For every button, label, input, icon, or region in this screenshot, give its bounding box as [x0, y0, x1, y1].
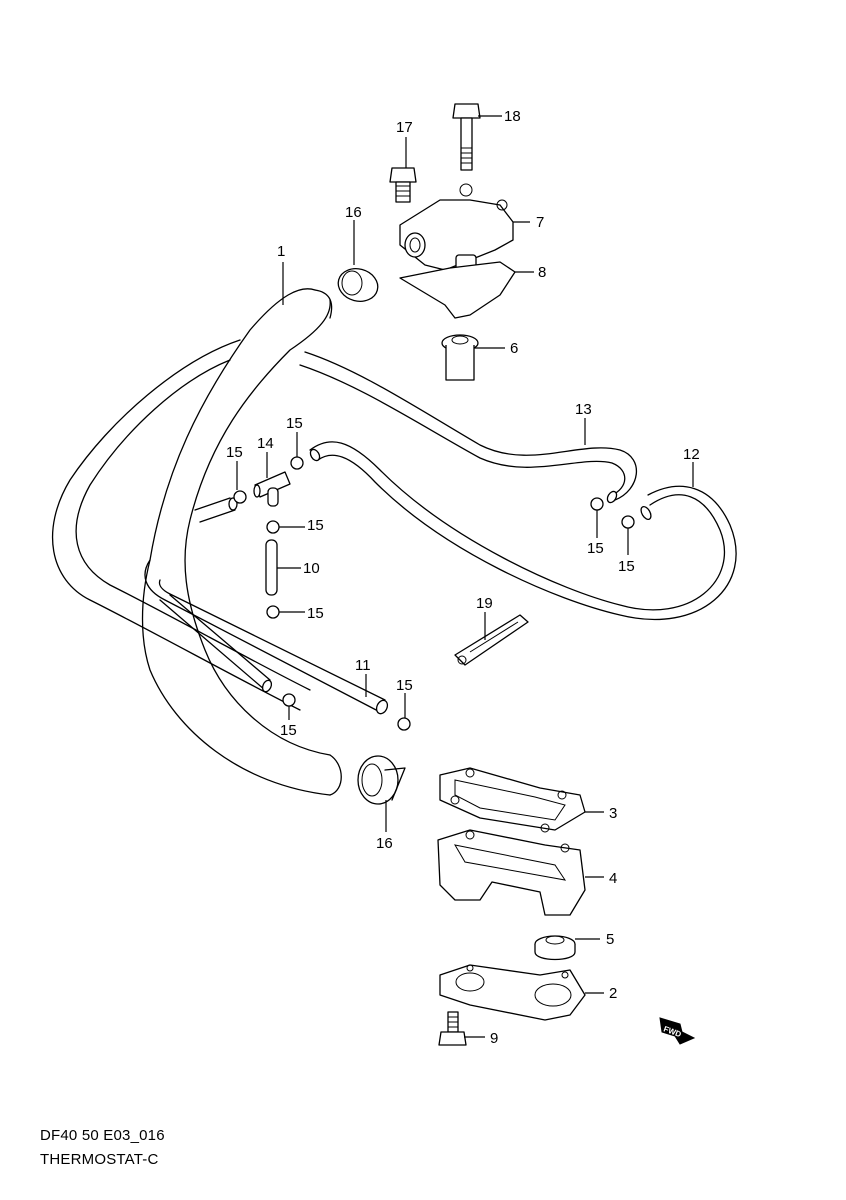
callout-7: 7 [536, 214, 544, 231]
callout-9: 9 [490, 1030, 498, 1047]
bolt-18[interactable] [452, 103, 481, 171]
seal-5[interactable] [534, 935, 576, 961]
callout-15d: 15 [307, 605, 324, 622]
callout-15e: 15 [587, 540, 604, 557]
joint-14[interactable] [253, 471, 291, 507]
callout-13: 13 [575, 401, 592, 418]
callout-18: 18 [504, 108, 521, 125]
callouts: 1 2 3 4 5 6 7 8 9 10 11 12 13 14 15 15 1… [226, 108, 700, 1047]
thermostat-6[interactable] [441, 334, 479, 381]
gasket-8[interactable] [399, 261, 516, 319]
callout-15b: 15 [286, 415, 303, 432]
callout-19: 19 [476, 595, 493, 612]
gasket-3[interactable] [439, 767, 586, 833]
callout-11: 11 [355, 657, 371, 674]
bolt-17[interactable] [389, 167, 417, 203]
clamp-16-lower[interactable] [357, 755, 406, 805]
callout-3: 3 [609, 805, 617, 822]
callout-12: 12 [683, 446, 700, 463]
bolt-9[interactable] [438, 1011, 467, 1046]
clip-15[interactable] [233, 456, 635, 731]
callout-15g: 15 [280, 722, 297, 739]
plate-2[interactable] [439, 964, 586, 1021]
hose-11[interactable] [144, 559, 389, 715]
callout-8: 8 [538, 264, 546, 281]
hose-12[interactable] [309, 441, 737, 621]
callout-15c: 15 [307, 517, 324, 534]
leader-lines [236, 115, 694, 1038]
callout-15a: 15 [226, 444, 243, 461]
clamp-16-upper[interactable] [335, 264, 382, 305]
callout-15f: 15 [618, 558, 635, 575]
forward-arrow-icon: FWD [659, 1017, 696, 1045]
callout-1: 1 [277, 243, 285, 260]
hose-short[interactable] [194, 497, 238, 523]
diagram-code: DF40 50 E03_016 [40, 1127, 165, 1144]
clamp-strap-19[interactable] [454, 614, 529, 666]
callout-2: 2 [609, 985, 617, 1002]
callout-6: 6 [510, 340, 518, 357]
callout-16b: 16 [376, 835, 393, 852]
callout-10: 10 [303, 560, 320, 577]
housing-4[interactable] [437, 829, 586, 916]
hose-1[interactable] [141, 288, 342, 796]
callout-4: 4 [609, 870, 617, 887]
callout-17: 17 [396, 119, 413, 136]
callout-15h: 15 [396, 677, 413, 694]
hose-10[interactable] [265, 539, 278, 596]
hose-13[interactable] [299, 351, 637, 504]
thermostat-cover-7[interactable] [399, 183, 514, 276]
callout-16a: 16 [345, 204, 362, 221]
callout-5: 5 [606, 931, 614, 948]
callout-14: 14 [257, 435, 274, 452]
hose-loop-left[interactable] [51, 339, 311, 711]
diagram-title: THERMOSTAT-C [40, 1151, 159, 1168]
